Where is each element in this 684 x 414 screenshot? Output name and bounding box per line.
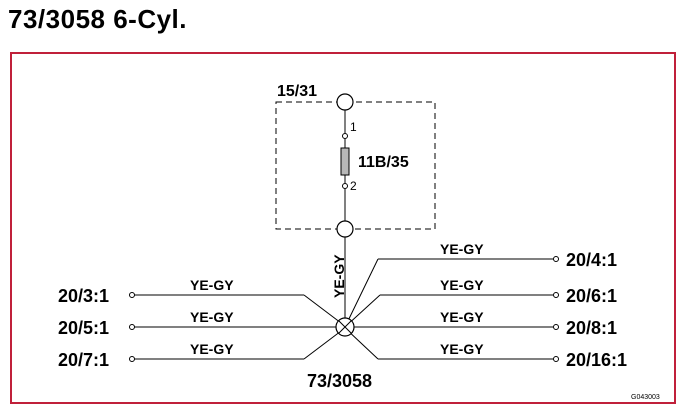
terminal-right-4 <box>553 356 559 362</box>
wire-right-1-color: YE-GY <box>440 241 484 257</box>
fuse-icon <box>340 147 350 176</box>
fuse-pin-1-label: 1 <box>350 120 357 134</box>
diagram-frame <box>10 52 676 404</box>
connector-right-2: 20/6:1 <box>566 286 617 306</box>
wire-left-3-color: YE-GY <box>190 341 234 357</box>
fuse-label: 11B/35 <box>358 154 409 171</box>
connector-left-1: 20/3:1 <box>58 286 109 306</box>
connector-right-1: 20/4:1 <box>566 250 617 270</box>
terminal-left-2 <box>129 324 135 330</box>
drawing-id: G043003 <box>631 394 660 401</box>
bottom-connector-terminal <box>336 220 354 238</box>
wire-left-1-color: YE-GY <box>190 277 234 293</box>
wire-right-3-color: YE-GY <box>440 309 484 325</box>
top-connector-terminal <box>336 93 354 111</box>
wire-left-2-color: YE-GY <box>190 309 234 325</box>
page-title: 73/3058 6-Cyl. <box>8 4 188 34</box>
wire-right-1-diag <box>344 258 379 328</box>
splice-cross-b <box>338 320 352 334</box>
fuse-pin-2-label: 2 <box>350 179 357 193</box>
wire-right-2-color: YE-GY <box>440 277 484 293</box>
fuse-pin-1 <box>342 133 348 139</box>
connector-left-2: 20/5:1 <box>58 318 109 338</box>
wire-right-4-color: YE-GY <box>440 341 484 357</box>
connector-left-3: 20/7:1 <box>58 350 109 370</box>
trunk-wire-label: YE-GY <box>331 254 347 298</box>
fuse-box-outline <box>275 101 436 230</box>
terminal-left-3 <box>129 356 135 362</box>
top-connector-label: 15/31 <box>277 83 317 100</box>
terminal-right-1 <box>553 256 559 262</box>
connector-right-4: 20/16:1 <box>566 350 627 370</box>
terminal-left-1 <box>129 292 135 298</box>
connector-right-3: 20/8:1 <box>566 318 617 338</box>
fuse-pin-2 <box>342 183 348 189</box>
terminal-right-3 <box>553 324 559 330</box>
splice-label: 73/3058 <box>307 371 372 391</box>
terminal-right-2 <box>553 292 559 298</box>
